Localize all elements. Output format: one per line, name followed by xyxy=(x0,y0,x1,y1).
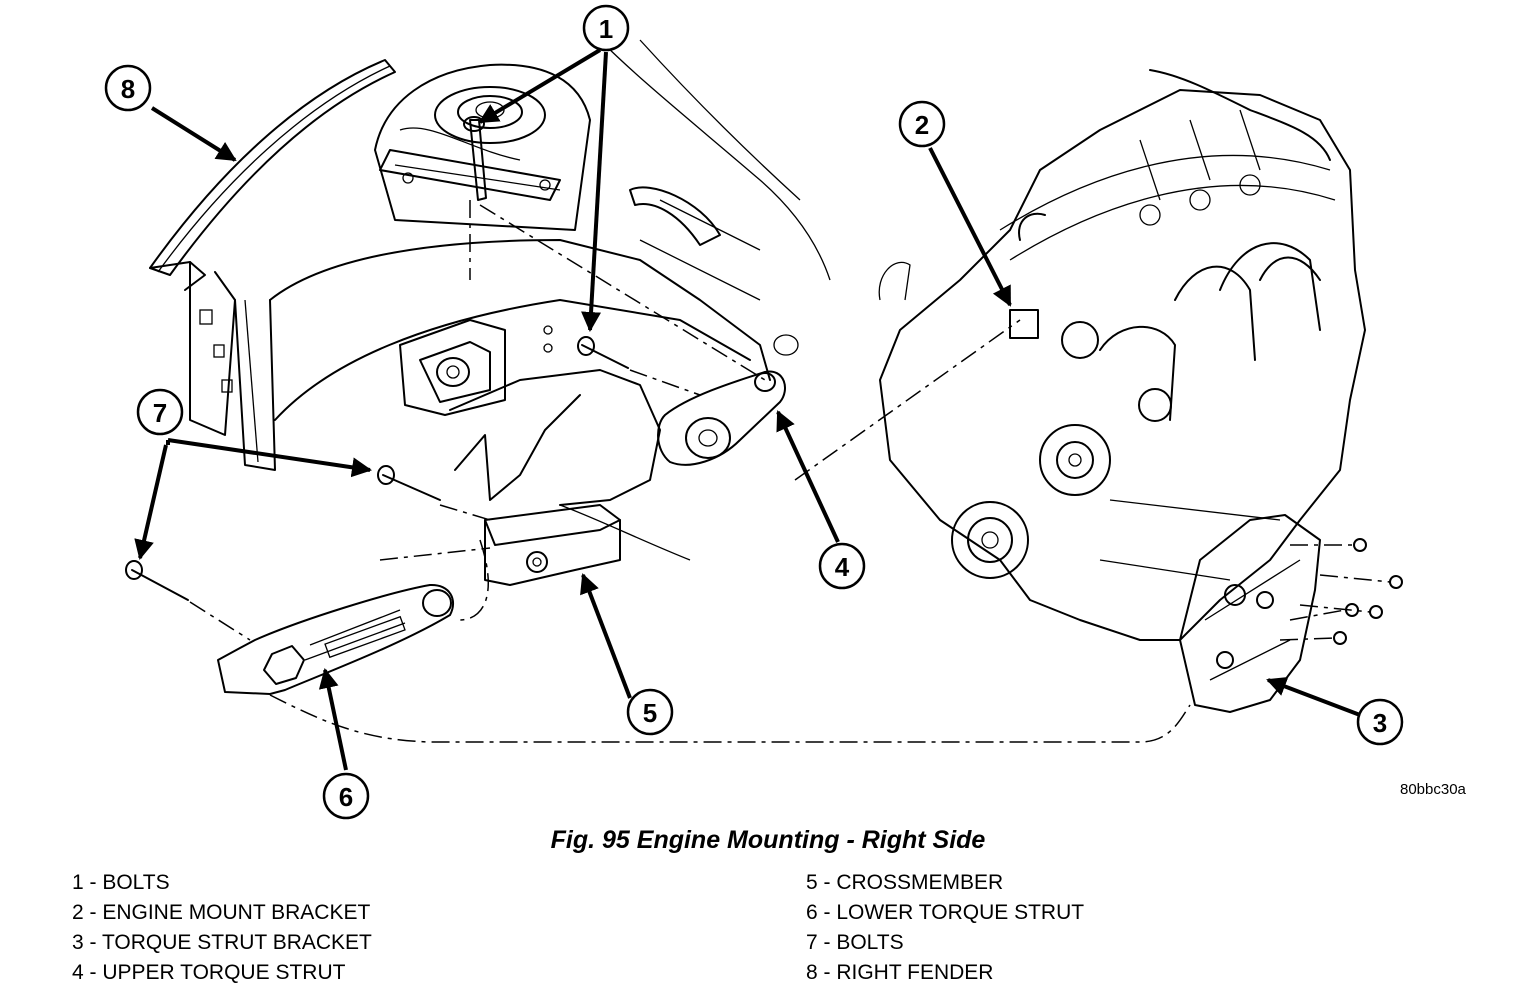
legend-item-7: 7 - BOLTS xyxy=(806,931,904,954)
svg-text:8: 8 xyxy=(121,74,135,104)
callout-6: 6 xyxy=(322,772,370,820)
svg-text:4: 4 xyxy=(835,552,850,582)
legend-item-3: 3 - TORQUE STRUT BRACKET xyxy=(72,931,372,954)
callout-1: 1 xyxy=(582,4,630,52)
body-mount-illustration xyxy=(399,319,506,416)
bolts-illustration xyxy=(125,116,1403,645)
upper-torque-strut-illustration xyxy=(657,370,786,466)
figure-caption: Fig. 95 Engine Mounting - Right Side xyxy=(550,826,986,854)
callout-7: 7 xyxy=(136,388,184,436)
engine-mounting-diagram: 1 2 3 4 5 6 7 8 80bbc30a xyxy=(104,4,1467,820)
legend-item-5: 5 - CROSSMEMBER xyxy=(806,871,1004,894)
legend-right-column: 5 - CROSSMEMBER 6 - LOWER TORQUE STRUT 7… xyxy=(806,868,1084,988)
svg-text:5: 5 xyxy=(643,698,657,728)
legend-left-column: 1 - BOLTS 2 - ENGINE MOUNT BRACKET 3 - T… xyxy=(72,868,372,988)
callout-3: 3 xyxy=(1356,698,1404,746)
lower-torque-strut-illustration xyxy=(217,583,455,695)
legend-item-6: 6 - LOWER TORQUE STRUT xyxy=(806,901,1085,924)
right-fender-illustration xyxy=(149,59,396,471)
torque-strut-bracket-illustration xyxy=(1179,514,1321,713)
svg-text:7: 7 xyxy=(153,398,167,428)
crossmember-illustration xyxy=(449,369,691,586)
svg-text:1: 1 xyxy=(599,14,613,44)
shock-tower-illustration xyxy=(374,63,591,231)
svg-text:2: 2 xyxy=(915,110,929,140)
inner-fender-structure xyxy=(269,39,831,421)
engine-illustration xyxy=(878,69,1366,641)
callout-8: 8 xyxy=(104,64,152,112)
svg-text:3: 3 xyxy=(1373,708,1387,738)
legend-item-8: 8 - RIGHT FENDER xyxy=(806,961,994,984)
figure-code: 80bbc30a xyxy=(1400,781,1467,798)
callout-5: 5 xyxy=(626,688,674,736)
callout-2: 2 xyxy=(898,100,946,148)
callout-leaders xyxy=(134,48,1361,771)
legend-item-1: 1 - BOLTS xyxy=(72,871,170,894)
legend-item-4: 4 - UPPER TORQUE STRUT xyxy=(72,961,346,984)
alignment-lines xyxy=(189,200,1391,743)
callout-4: 4 xyxy=(818,542,866,590)
svg-text:6: 6 xyxy=(339,782,353,812)
legend-item-2: 2 - ENGINE MOUNT BRACKET xyxy=(72,901,371,924)
